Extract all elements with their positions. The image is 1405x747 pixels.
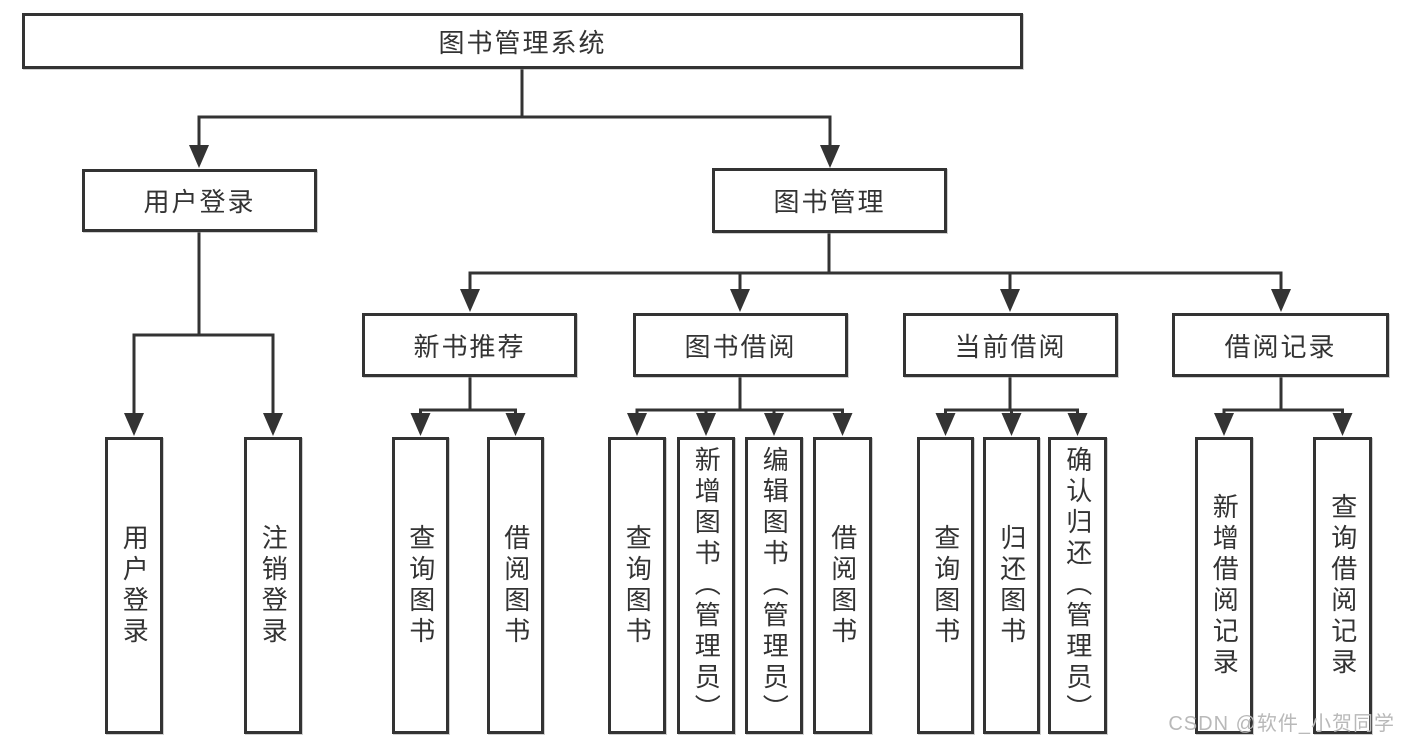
leaf-label: 用户登录 [119,523,150,648]
leaf-add-borrow-record: 新增借阅记录 [1195,437,1253,734]
leaf-borrow-books-recommend: 借阅图书 [487,437,544,734]
leaf-add-book-admin: 新增图书（管理员） [677,437,735,734]
node-book-management: 图书管理 [712,168,947,233]
leaf-edit-book-admin: 编辑图书（管理员） [745,437,803,734]
leaf-confirm-return-admin: 确认归还（管理员） [1048,437,1107,734]
node-label: 新书推荐 [413,331,526,362]
node-user-login: 用户登录 [82,169,317,232]
leaf-borrow-books-borrowing: 借阅图书 [813,437,872,734]
node-current-borrowing: 当前借阅 [903,313,1118,377]
leaf-label: 查询图书 [622,523,653,648]
leaf-label: 注销登录 [258,523,289,648]
node-label: 借阅记录 [1224,331,1337,362]
leaf-label: 新增借阅记录 [1209,492,1240,679]
leaf-logout: 注销登录 [244,437,302,734]
leaf-label: 查询图书 [405,523,436,648]
leaf-label: 归还图书 [996,523,1027,648]
node-label: 当前借阅 [954,331,1067,362]
leaf-query-books-borrowing: 查询图书 [608,437,666,734]
leaf-query-borrow-record: 查询借阅记录 [1313,437,1372,734]
leaf-label: 确认归还（管理员） [1062,446,1093,725]
leaf-label: 借阅图书 [827,523,858,648]
node-book-borrowing: 图书借阅 [633,313,848,377]
node-label: 图书管理 [773,187,886,217]
leaf-label: 借阅图书 [500,523,531,648]
leaf-label: 编辑图书（管理员） [759,446,790,725]
node-new-book-recommendation: 新书推荐 [362,313,577,377]
leaf-query-books-current: 查询图书 [917,437,974,734]
csdn-watermark: CSDN @软件_小贺同学 [1168,713,1395,735]
tree-edges [132,66,1344,417]
node-label: 图书管理系统 [438,27,607,58]
node-library-management-system: 图书管理系统 [22,13,1023,69]
leaf-label: 查询图书 [930,523,961,648]
leaf-user-login: 用户登录 [105,437,163,734]
node-borrowing-records: 借阅记录 [1172,313,1389,377]
leaf-label: 新增图书（管理员） [691,446,722,725]
node-label: 用户登录 [143,187,256,217]
node-label: 图书借阅 [684,331,797,362]
leaf-label: 查询借阅记录 [1327,492,1358,679]
leaf-return-book: 归还图书 [983,437,1040,734]
arrow-heads [124,145,1353,436]
leaf-query-books-recommend: 查询图书 [392,437,449,734]
